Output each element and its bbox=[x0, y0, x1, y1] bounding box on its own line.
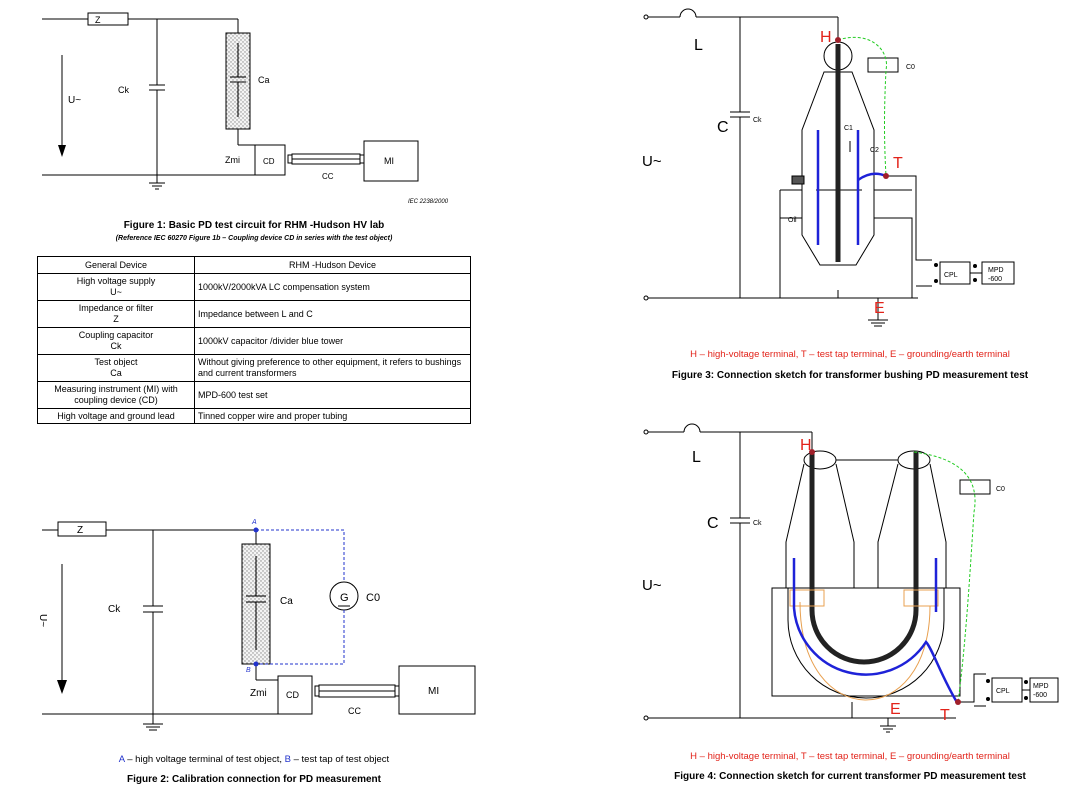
table-cell-rhm: Without giving preference to other equip… bbox=[194, 354, 471, 382]
table-cell-general: Measuring instrument (MI) with coupling … bbox=[37, 381, 195, 409]
figure-1-reference: (Reference IEC 60270 Figure 1b – Couplin… bbox=[115, 235, 393, 242]
table-header-row: General Device RHM -Hudson Device bbox=[37, 256, 471, 274]
measuring-instrument-mi bbox=[398, 665, 476, 715]
fig4-mpd-label: MPD bbox=[1033, 683, 1049, 690]
figure-3-caption: Figure 3: Connection sketch for transfor… bbox=[671, 370, 1029, 381]
table-cell-rhm: Impedance between L and C bbox=[194, 300, 471, 328]
fig4-l-label: L bbox=[692, 449, 701, 466]
fig3-mpd-label: MPD bbox=[988, 267, 1004, 274]
fig3-l-label: L bbox=[694, 37, 703, 54]
table-cell-rhm: MPD-600 test set bbox=[194, 381, 471, 409]
figure-3-diagram: C Ck L U~ H T E C0 C1 C2 Oil CPL MPD -60… bbox=[642, 8, 1015, 327]
c0-box bbox=[959, 479, 991, 495]
fig1-ck-label: Ck bbox=[118, 85, 129, 95]
measuring-instrument-mi bbox=[363, 140, 419, 182]
fig4-cpl-label: CPL bbox=[996, 688, 1010, 695]
fig2-cd-label: CD bbox=[286, 690, 299, 700]
fig3-oil-label: Oil bbox=[788, 217, 797, 224]
fig1-iec-label: IEC 2238/2000 bbox=[408, 199, 449, 205]
fig2-b-label: B bbox=[246, 667, 251, 674]
fig2-ca-label: Ca bbox=[280, 596, 293, 607]
fig1-z-label: Z bbox=[95, 15, 101, 25]
table-row: Measuring instrument (MI) with coupling … bbox=[37, 381, 471, 409]
table-cell-rhm: 1000kV/2000kVA LC compensation system bbox=[194, 273, 471, 301]
fig3-e-label: E bbox=[874, 300, 885, 317]
impedance-z bbox=[87, 12, 129, 26]
fig2-c0-label: C0 bbox=[366, 592, 380, 604]
fig3-c-label: C bbox=[717, 119, 729, 136]
coupling-device-cd bbox=[277, 675, 313, 715]
figure-4-legend: H – high-voltage terminal, T – test tap … bbox=[690, 751, 1010, 762]
table-row: High voltage and ground lead Tinned copp… bbox=[37, 408, 471, 424]
cpl-box bbox=[991, 677, 1023, 703]
impedance-z bbox=[57, 521, 107, 537]
fig2-ck-label: Ck bbox=[108, 604, 121, 615]
figure-1-caption: Figure 1: Basic PD test circuit for RHM … bbox=[123, 220, 385, 231]
fig1-cc-label: CC bbox=[322, 172, 334, 181]
fig3-h-label: H bbox=[820, 29, 832, 46]
fig1-u-label: U~ bbox=[68, 95, 81, 106]
figure-2-caption: Figure 2: Calibration connection for PD … bbox=[127, 774, 381, 785]
figure-2-legend: A – high voltage terminal of test object… bbox=[118, 754, 390, 765]
fig3-mpd2-label: -600 bbox=[988, 276, 1002, 283]
fig2-z-label: Z bbox=[77, 525, 83, 536]
coupling-device-cd bbox=[254, 144, 286, 176]
table-cell-rhm: Tinned copper wire and proper tubing bbox=[194, 408, 471, 424]
fig3-c2-label: C2 bbox=[870, 147, 879, 154]
fig4-c0-label: C0 bbox=[996, 486, 1005, 493]
device-table: General Device RHM -Hudson Device High v… bbox=[37, 256, 471, 424]
figure-4-diagram: C Ck L U~ H T E C0 CPL MPD -600 bbox=[642, 423, 1059, 733]
fig3-c0-label: C0 bbox=[906, 64, 915, 71]
fig1-cd-label: CD bbox=[263, 157, 275, 166]
fig2-a-label: A bbox=[251, 519, 257, 526]
fig2-u-label: U~ bbox=[37, 614, 48, 627]
fig4-t-label: T bbox=[940, 707, 950, 724]
fig1-ca-label: Ca bbox=[258, 75, 270, 85]
fig4-ck-label: Ck bbox=[753, 520, 762, 527]
fig2-g-label: G bbox=[340, 592, 349, 604]
fig2-zmi-label: Zmi bbox=[250, 688, 267, 699]
figure-3-legend: H – high-voltage terminal, T – test tap … bbox=[690, 349, 1010, 360]
table-header: General Device bbox=[37, 256, 195, 274]
fig1-zmi-label: Zmi bbox=[225, 155, 240, 165]
fig3-ck-label: Ck bbox=[753, 117, 762, 124]
fig2-cc-label: CC bbox=[348, 706, 361, 716]
c0-box bbox=[867, 57, 899, 73]
fig1-mi-label: MI bbox=[384, 156, 394, 166]
fig4-mpd2-label: -600 bbox=[1033, 692, 1047, 699]
fig3-t-label: T bbox=[893, 155, 903, 172]
table-header: RHM -Hudson Device bbox=[194, 256, 471, 274]
fig3-u-label: U~ bbox=[642, 153, 662, 170]
figure-4-caption: Figure 4: Connection sketch for current … bbox=[674, 771, 1026, 782]
table-cell-rhm: 1000kV capacitor /divider blue tower bbox=[194, 327, 471, 355]
fig3-c1-label: C1 bbox=[844, 125, 853, 132]
fig3-cpl-label: CPL bbox=[944, 272, 958, 279]
fig4-h-label: H bbox=[800, 437, 812, 454]
figure-2-diagram: U~ Z Ck Ca A B G C0 Zmi CD CC MI bbox=[37, 519, 476, 731]
fig4-c-label: C bbox=[707, 515, 719, 532]
table-cell-general: High voltage and ground lead bbox=[37, 408, 195, 424]
figure-1-diagram: U~ Z Ck Ca Zmi CD CC MI IEC 2238/2000 bbox=[42, 12, 449, 205]
fig4-e-label: E bbox=[890, 701, 901, 718]
fig2-mi-label: MI bbox=[428, 686, 439, 697]
fig4-u-label: U~ bbox=[642, 577, 662, 594]
